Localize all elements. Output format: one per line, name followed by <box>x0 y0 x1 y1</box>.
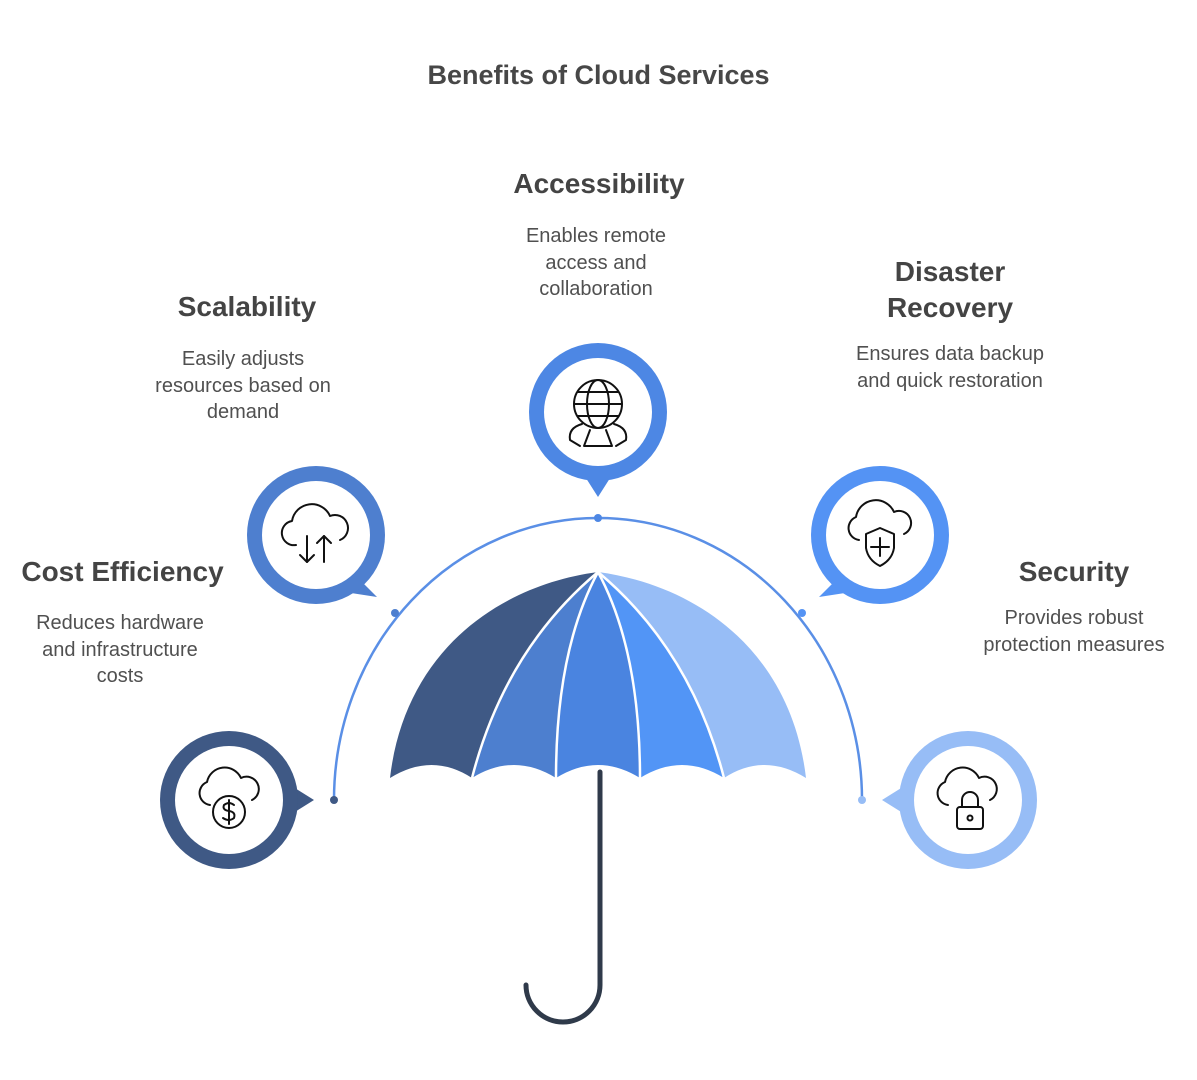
arc-dot-scalability <box>391 609 399 617</box>
benefit-description-cost-efficiency: Reduces hardware and infrastructure cost… <box>10 610 230 690</box>
arc-dot-cost <box>330 796 338 804</box>
benefit-description-scalability: Easily adjusts resources based on demand <box>133 346 353 426</box>
benefit-description-security: Provides robust protection measures <box>960 605 1188 658</box>
benefit-heading-security: Security <box>960 554 1188 590</box>
accessibility-badge <box>529 343 667 497</box>
arc-dot-security <box>858 796 866 804</box>
disaster-recovery-badge <box>811 466 949 604</box>
benefit-heading-cost-efficiency: Cost Efficiency <box>10 554 235 590</box>
cost-efficiency-badge <box>160 731 314 869</box>
benefit-heading-scalability: Scalability <box>132 289 362 325</box>
benefit-description-disaster-recovery: Ensures data backup and quick restoratio… <box>830 341 1070 394</box>
arc-dot-recovery <box>798 609 806 617</box>
benefit-description-accessibility: Enables remote access and collaboration <box>486 223 706 303</box>
security-badge <box>882 731 1037 869</box>
benefit-heading-disaster-recovery: Disaster Recovery <box>830 254 1070 326</box>
scalability-badge <box>247 466 385 604</box>
benefit-heading-accessibility: Accessibility <box>474 166 724 202</box>
arc-dot-accessibility <box>594 514 602 522</box>
umbrella-handle <box>526 772 600 1022</box>
